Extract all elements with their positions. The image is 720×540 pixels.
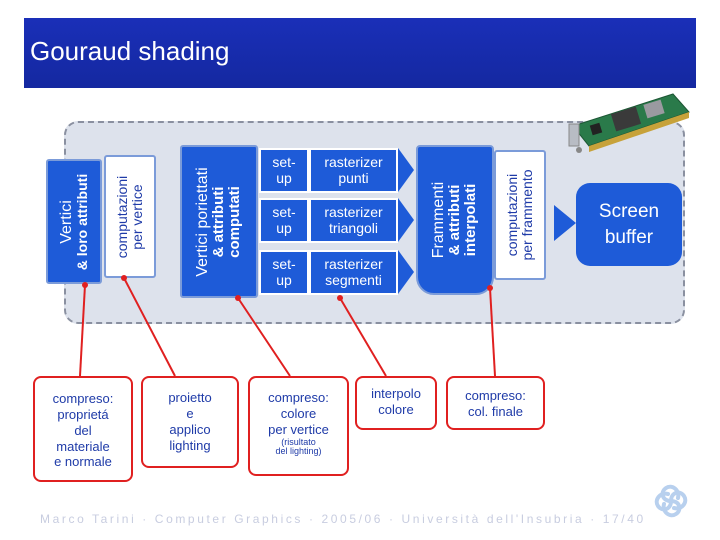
- note-line: interpolo: [371, 386, 421, 401]
- rasterizer-type: segmenti: [325, 271, 382, 288]
- rasterizer-type: triangoli: [328, 219, 378, 236]
- note-line: lighting: [169, 437, 211, 453]
- rasterizer-text: rasterizer: [324, 256, 383, 273]
- note-line: compreso:: [52, 391, 114, 406]
- note-colore: compreso: colore per vertice (risultato …: [248, 376, 349, 476]
- note-lighting: proietto e applico lighting: [141, 376, 239, 468]
- rasterizer-text: rasterizer: [324, 154, 383, 171]
- note-line: applico: [169, 421, 211, 437]
- setup-text: up: [276, 271, 292, 288]
- note-line: compreso:: [268, 390, 329, 405]
- note-line: del: [74, 422, 92, 438]
- note-small-line: (risultato: [281, 436, 316, 447]
- note-line: colore: [280, 405, 317, 421]
- setup-cell: set-up: [259, 198, 309, 243]
- university-logo-icon: [654, 484, 688, 518]
- slide-title: Gouraud shading: [30, 36, 230, 66]
- setup-cell: set-up: [259, 250, 309, 295]
- graphics-card-icon: [568, 93, 690, 153]
- vertici-box: Vertici & loro attributi: [46, 159, 102, 284]
- stage-arrow: [398, 198, 414, 242]
- note-line: e normale: [54, 454, 112, 470]
- setup-text: set-: [272, 204, 296, 221]
- computazioni-vertice-box: computazioni per vertice: [104, 155, 156, 278]
- note-line: col. finale: [468, 403, 523, 419]
- note-line: compreso:: [465, 388, 526, 403]
- setup-text: set-: [272, 256, 296, 273]
- note-line: per vertice: [268, 421, 329, 437]
- screen-buffer-line1: Screen: [598, 200, 660, 222]
- footer-text: Marco Tarini · Computer Graphics · 2005/…: [40, 512, 646, 526]
- setup-text: up: [276, 169, 292, 186]
- note-line: e: [186, 405, 194, 421]
- setup-text: up: [276, 219, 292, 236]
- vertici-proiettati-box: Vertici poriettati & attributi computati: [180, 145, 258, 298]
- screen-buffer-line2: buffer: [604, 226, 654, 248]
- note-interpolo: interpolo colore: [355, 376, 437, 430]
- title-bar: Gouraud shading: [24, 18, 696, 88]
- setup-text: set-: [272, 154, 296, 171]
- screen-buffer-arrow: [554, 205, 576, 241]
- computazioni-frammento-box: computazioni per frammento: [494, 150, 546, 280]
- note-finale: compreso: col. finale: [446, 376, 545, 430]
- setup-cell: set-up: [259, 148, 309, 193]
- note-line: proprietá: [57, 406, 109, 422]
- note-line: colore: [378, 401, 414, 417]
- note-materiale: compreso: proprietá del materiale e norm…: [33, 376, 133, 482]
- note-line: proietto: [168, 390, 212, 405]
- note-small-line: del lighting): [275, 446, 322, 457]
- stage-arrow: [398, 250, 414, 294]
- stage-arrow: [398, 148, 414, 192]
- frammenti-box: Frammenti & attributi interpolati: [416, 145, 494, 295]
- screen-buffer-box: Screen buffer: [576, 183, 682, 266]
- rasterizer-type: punti: [338, 169, 369, 186]
- rasterizer-text: rasterizer: [324, 204, 383, 221]
- note-line: materiale: [56, 438, 110, 454]
